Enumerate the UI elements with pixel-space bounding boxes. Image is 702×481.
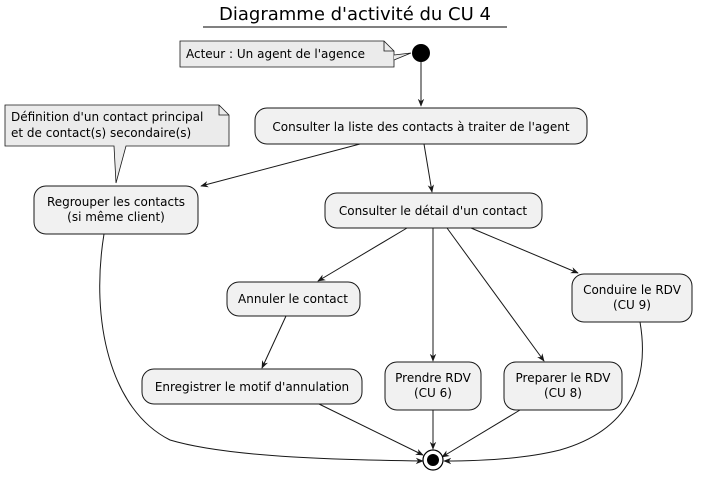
activity-take-rdv: Prendre RDV (CU 6) [384,361,482,411]
activity-prepare-rdv-line2: (CU 8) [544,386,582,400]
activity-group-contacts: Regrouper les contacts (si même client) [33,185,199,235]
start-node [412,44,430,62]
edge-detail-to-prepare [446,227,545,362]
activity-cancel-contact: Annuler le contact [226,281,361,317]
edge-group-to-end [99,233,424,465]
edge-list-to-detail [423,143,434,193]
actor-note-text: Acteur : Un agent de l'agence [186,47,365,61]
edge-prepare-to-end [441,409,521,458]
edge-detail-to-cancel [317,227,408,282]
activity-lead-rdv-line2: (CU 9) [613,298,651,312]
activity-group-contacts-line2: (si même client) [67,210,165,224]
definition-note: Définition d'un contact principal et de … [4,104,230,184]
activity-cancel-contact-label: Annuler le contact [238,292,348,306]
activity-detail-contact-label: Consulter le détail d'un contact [339,204,528,218]
edge-lead-to-end [443,321,643,465]
definition-note-line1: Définition d'un contact principal [11,110,203,124]
diagram-title: Diagramme d'activité du CU 4 [219,4,491,25]
activity-record-reason-label: Enregistrer le motif d'annulation [155,380,349,394]
actor-note: Acteur : Un agent de l'agence [179,40,412,68]
edges [99,62,643,465]
definition-note-line2: et de contact(s) secondaire(s) [11,126,191,140]
activity-record-reason: Enregistrer le motif d'annulation [141,368,363,405]
edge-record-to-end [318,403,424,456]
activity-list-contacts-label: Consulter la liste des contacts à traite… [272,120,569,134]
activity-take-rdv-line1: Prendre RDV [395,371,472,385]
activity-take-rdv-line2: (CU 6) [414,386,452,400]
activity-detail-contact: Consulter le détail d'un contact [324,192,543,229]
activity-lead-rdv-line1: Conduire le RDV [583,283,682,297]
activity-lead-rdv: Conduire le RDV (CU 9) [571,273,693,323]
edge-detail-to-lead [470,227,579,274]
end-node [422,449,444,471]
edge-list-to-group [200,143,361,188]
activity-group-contacts-line1: Regrouper les contacts [47,195,185,209]
edge-cancel-to-record [261,315,287,369]
activity-prepare-rdv: Preparer le RDV (CU 8) [503,361,623,411]
activity-list-contacts: Consulter la liste des contacts à traite… [254,107,588,145]
activity-prepare-rdv-line1: Preparer le RDV [516,371,612,385]
